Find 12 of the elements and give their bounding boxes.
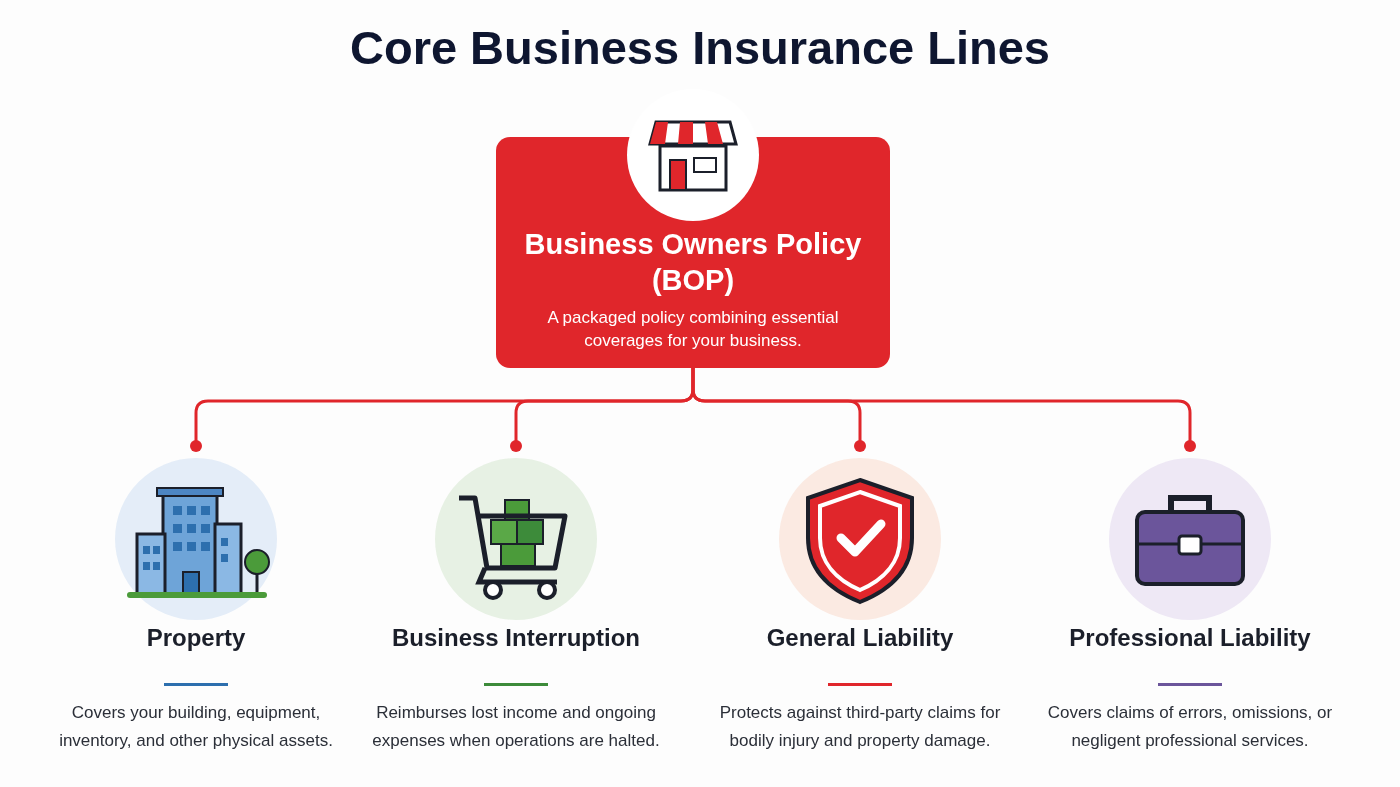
- title: Core Business Insurance Lines: [350, 20, 1050, 75]
- category-description: Covers claims of errors, omissions, or negligent professional services.: [1046, 702, 1334, 752]
- category-description: Protects against third-party claims for bodily injury and property damage.: [718, 702, 1002, 752]
- category-heading: Professional Liability: [1069, 624, 1311, 652]
- category-description: Covers your building, equipment, inventory, and other physical assets.: [58, 702, 334, 752]
- category-heading: Business Interruption: [392, 624, 640, 652]
- category-heading: Property: [146, 624, 246, 652]
- category-description: Reimburses lost income and ongoing expenses when operations are halted.: [371, 702, 661, 752]
- connector: [691, 368, 1196, 452]
- card-heading: Business Owners Policy (BOP): [523, 227, 863, 298]
- card-description: A packaged policy combining essential coverages for your business.: [546, 307, 840, 352]
- category-heading: General Liability: [766, 624, 954, 652]
